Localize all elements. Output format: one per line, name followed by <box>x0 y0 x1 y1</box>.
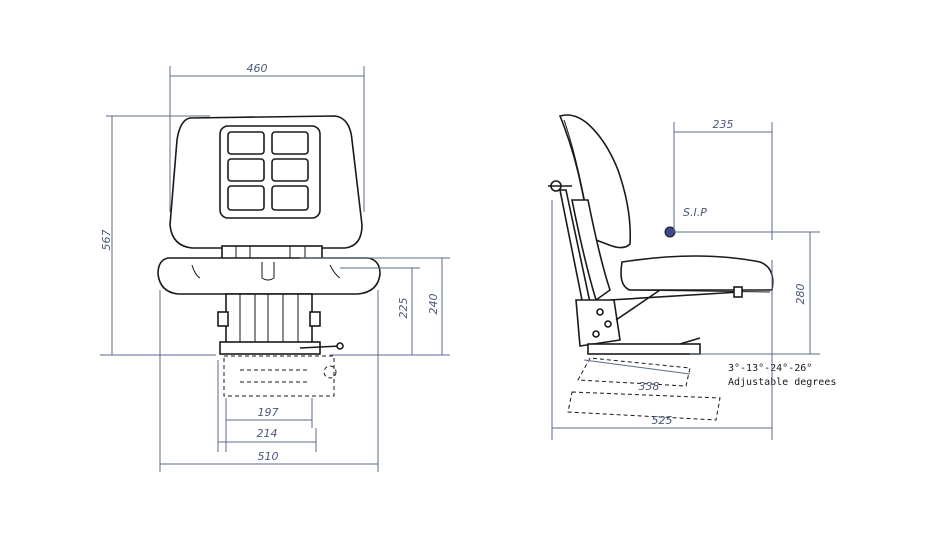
seat-cushion-side <box>620 255 774 291</box>
slide-dashed-tilted <box>567 391 721 421</box>
side-view: S.I.P 235 280 3°-13°-24°-26° Adjustable … <box>548 114 836 440</box>
dim-567: 567 <box>100 230 113 251</box>
slide-rails-dashed <box>223 355 335 397</box>
seat-cushion-front <box>157 257 381 295</box>
angles-text: 3°-13°-24°-26° <box>728 363 812 374</box>
suspension-front <box>225 293 313 345</box>
dim-525: 525 <box>652 414 673 427</box>
front-view: 460 567 225 240 197 214 510 <box>100 62 450 472</box>
sip-label: S.I.P <box>683 206 707 219</box>
dim-197: 197 <box>258 406 279 419</box>
dim-214: 214 <box>257 427 278 440</box>
dim-225: 225 <box>397 298 410 319</box>
dim-460: 460 <box>247 62 268 75</box>
adjustable-degrees-text: Adjustable degrees <box>728 377 836 388</box>
base-rail-side <box>587 343 701 355</box>
mount-plate <box>575 299 621 347</box>
dim-240: 240 <box>427 294 440 315</box>
dim-338: 338 <box>639 380 660 393</box>
dim-280: 280 <box>794 284 807 305</box>
dim-510: 510 <box>258 450 279 463</box>
dim-235: 235 <box>713 118 734 131</box>
